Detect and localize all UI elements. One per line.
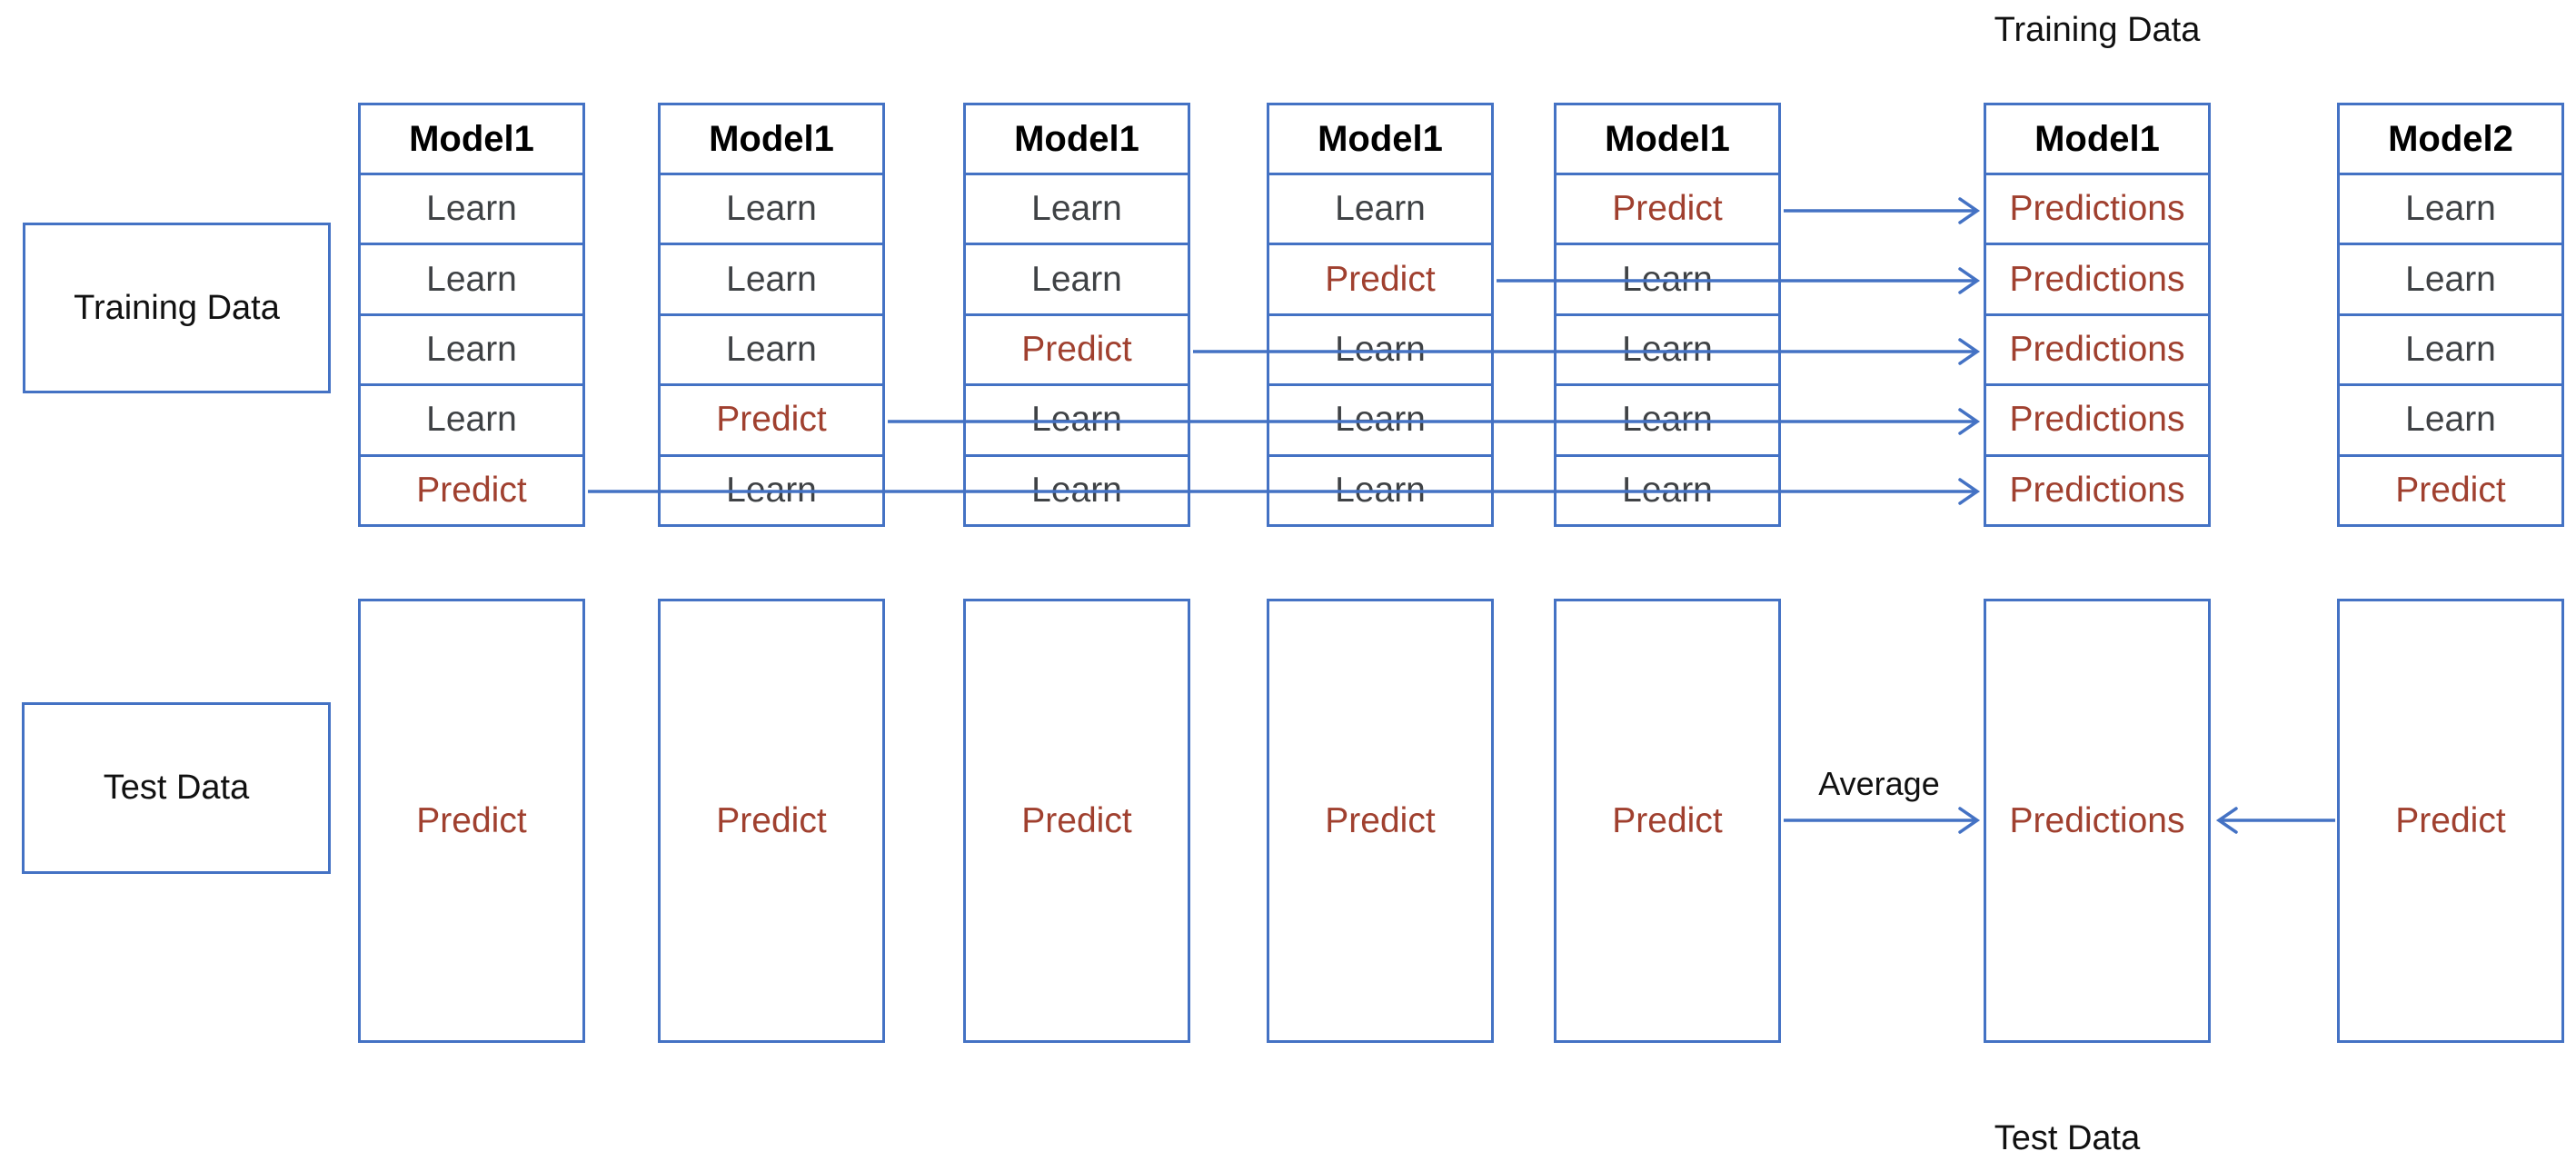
fold-cell: Predict [1554, 175, 1781, 246]
model2-test-predict-box: Predict [2337, 599, 2564, 1043]
fold-cell: Predict [1267, 245, 1494, 316]
fold-cell: Learn [658, 245, 885, 316]
fold-cell: Learn [1554, 386, 1781, 457]
fold-column-5: Model1 Predict Learn Learn Learn Learn [1554, 103, 1781, 527]
fold-cell: Learn [2337, 175, 2564, 246]
predictions-cell: Predictions [1984, 315, 2211, 387]
fold-column-1: Model1 Learn Learn Learn Learn Predict [358, 103, 585, 527]
fold-cell: Learn [358, 386, 585, 457]
test-predict-label: Predict [2395, 800, 2506, 840]
predictions-cell: Predictions [1984, 386, 2211, 457]
fold-cell: Learn [2337, 386, 2564, 457]
test-predict-box-5: Predict [1554, 599, 1781, 1043]
test-predict-label: Predict [716, 800, 827, 840]
training-data-box: Training Data [23, 223, 331, 393]
fold-cell: Learn [658, 456, 885, 527]
average-label: Average [1818, 765, 1940, 802]
test-predict-box-4: Predict [1267, 599, 1494, 1043]
fold-cell: Learn [358, 245, 585, 316]
fold-cell: Learn [658, 315, 885, 387]
test-predict-box-1: Predict [358, 599, 585, 1043]
fold-cell: Learn [963, 386, 1190, 457]
fold-column-3: Model1 Learn Learn Predict Learn Learn [963, 103, 1190, 527]
fold-cell: Learn [1554, 456, 1781, 527]
column-header: Model2 [2337, 103, 2564, 175]
test-predictions-label: Predictions [2009, 800, 2185, 840]
test-predict-label: Predict [416, 800, 527, 840]
fold-column-2: Model1 Learn Learn Learn Predict Learn [658, 103, 885, 527]
fold-cell: Learn [1554, 315, 1781, 387]
test-data-bottom-label: Test Data [1994, 1119, 2141, 1157]
fold-cell: Learn [1267, 456, 1494, 527]
fold-cell: Learn [358, 315, 585, 387]
fold-cell: Learn [1554, 245, 1781, 316]
column-header: Model1 [1984, 103, 2211, 175]
fold-cell: Predict [2337, 456, 2564, 527]
fold-cell: Learn [1267, 175, 1494, 246]
fold-cell: Learn [1267, 315, 1494, 387]
fold-cell: Learn [2337, 315, 2564, 387]
test-data-box-label: Test Data [103, 769, 250, 807]
column-header: Model1 [1554, 103, 1781, 175]
fold-cell: Learn [2337, 245, 2564, 316]
fold-cell: Predict [358, 456, 585, 527]
training-data-box-label: Training Data [74, 288, 280, 327]
predictions-cell: Predictions [1984, 175, 2211, 246]
test-predict-box-2: Predict [658, 599, 885, 1043]
fold-cell: Predict [963, 315, 1190, 387]
predictions-cell: Predictions [1984, 245, 2211, 316]
test-predict-label: Predict [1325, 800, 1436, 840]
training-data-top-label: Training Data [1994, 11, 2201, 49]
test-predictions-box: Predictions [1984, 599, 2211, 1043]
column-header: Model1 [358, 103, 585, 175]
fold-column-4: Model1 Learn Predict Learn Learn Learn [1267, 103, 1494, 527]
fold-cell: Learn [963, 175, 1190, 246]
fold-cell: Learn [963, 456, 1190, 527]
fold-cell: Learn [658, 175, 885, 246]
test-predict-box-3: Predict [963, 599, 1190, 1043]
fold-cell: Learn [358, 175, 585, 246]
fold-cell: Learn [1267, 386, 1494, 457]
column-header: Model1 [963, 103, 1190, 175]
column-header: Model1 [658, 103, 885, 175]
test-predict-label: Predict [1021, 800, 1132, 840]
predictions-cell: Predictions [1984, 456, 2211, 527]
test-data-box: Test Data [22, 702, 331, 874]
fold-cell: Learn [963, 245, 1190, 316]
model2-column: Model2 Learn Learn Learn Learn Predict [2337, 103, 2564, 527]
test-predict-label: Predict [1612, 800, 1723, 840]
column-header: Model1 [1267, 103, 1494, 175]
fold-cell: Predict [658, 386, 885, 457]
predictions-column: Model1 Predictions Predictions Predictio… [1984, 103, 2211, 527]
